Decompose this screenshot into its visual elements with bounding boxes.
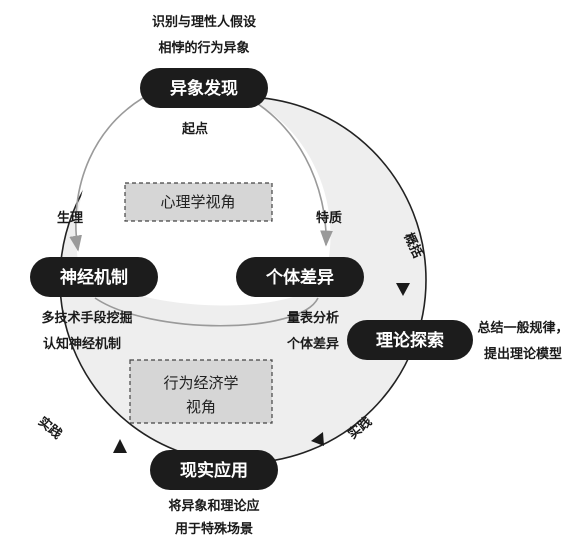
theory-note-line1: 总结一般规律，: [477, 320, 568, 336]
svg-text:个体差异: 个体差异: [265, 267, 334, 288]
physiology-label: 生理: [57, 210, 83, 226]
psychology-perspective-box: [124, 182, 273, 222]
trait-label: 特质: [316, 210, 342, 226]
svg-text:异象发现: 异象发现: [170, 78, 238, 99]
start-point-label: 起点: [181, 121, 208, 137]
arrow-physiology: [69, 89, 159, 252]
theory-note-line2: 提出理论模型: [484, 346, 562, 362]
node-theory-exploration[interactable]: 理论探索: [347, 320, 473, 360]
psychology-perspective-label: 心理学视角: [160, 193, 235, 211]
behavioral-economics-label-line2: 视角: [186, 398, 216, 416]
practice-label-left: 实践: [35, 414, 65, 443]
individual-note-line2: 个体差异: [286, 336, 339, 352]
neural-note-line2: 认知神经机制: [43, 336, 121, 352]
inner-bottom-arc: [94, 297, 319, 327]
direction-marker-bottom-left: [113, 439, 127, 453]
node-real-application[interactable]: 现实应用: [150, 450, 278, 490]
individual-note-line1: 量表分析: [287, 310, 339, 326]
node-individual-difference[interactable]: 个体差异: [236, 257, 364, 297]
neural-note-line1: 多技术手段挖掘: [41, 310, 132, 326]
top-note-line1: 识别与理性人假设: [152, 14, 257, 30]
direction-marker-right: [396, 283, 410, 296]
node-neural-mechanism[interactable]: 神经机制: [30, 257, 158, 297]
svg-text:神经机制: 神经机制: [60, 267, 128, 288]
top-note-line2: 相悖的行为异象: [158, 40, 249, 56]
direction-marker-bottom-right: [311, 432, 324, 446]
application-note-line2: 用于特殊场景: [174, 521, 253, 537]
node-anomaly-discovery[interactable]: 异象发现: [140, 68, 268, 108]
behavioral-economics-label-line1: 行为经济学: [163, 374, 238, 392]
behavioral-economics-perspective-box: [129, 359, 273, 424]
svg-text:现实应用: 现实应用: [180, 460, 248, 481]
application-note-line1: 将异象和理论应: [168, 498, 259, 514]
svg-text:理论探索: 理论探索: [376, 330, 444, 351]
